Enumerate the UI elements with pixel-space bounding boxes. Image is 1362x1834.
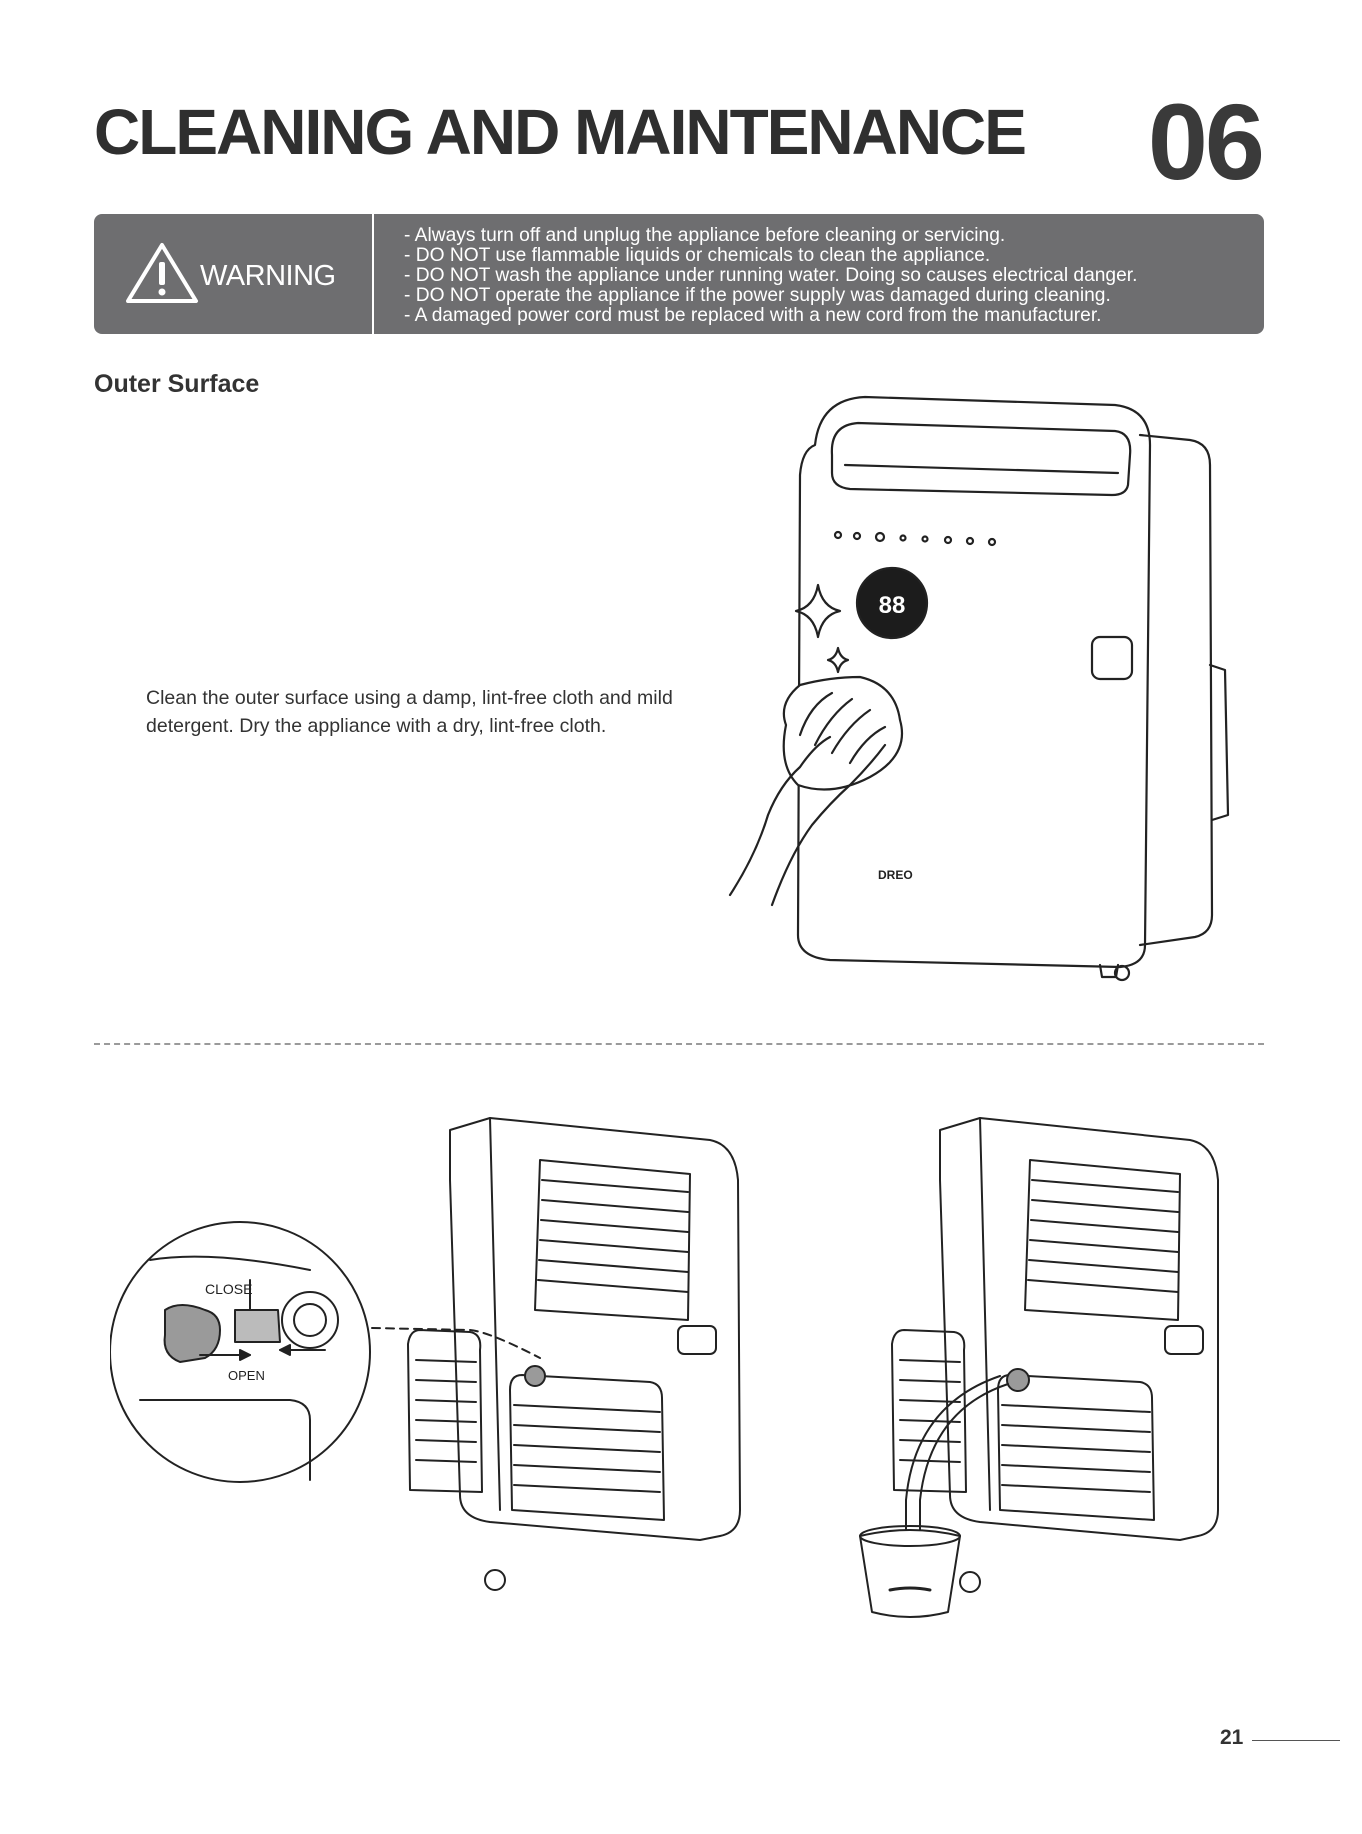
warning-item: - A damaged power cord must be replaced … (404, 305, 1102, 326)
warning-item: - DO NOT wash the appliance under runnin… (404, 265, 1138, 286)
section-title-outer-surface: Outer Surface (94, 370, 260, 398)
page-title: CLEANING AND MAINTENANCE (94, 96, 1027, 168)
drain-plug-illustration: CLOSE OPEN (110, 1117, 741, 1591)
warning-triangle-icon (126, 243, 198, 303)
warning-header: WARNING (94, 214, 374, 334)
outer-surface-instructions: Clean the outer surface using a damp, li… (146, 687, 673, 737)
front-cleaning-illustration: 88 DREO (728, 395, 1230, 982)
brand-logo: DREO (878, 868, 913, 882)
warning-label: WARNING (200, 260, 336, 292)
page-number: 21 (1220, 1726, 1244, 1749)
display-readout: 88 (879, 592, 906, 619)
page-number-rule (1252, 1740, 1340, 1741)
warning-item: - DO NOT operate the appliance if the po… (404, 285, 1111, 306)
section-divider (94, 1043, 1264, 1045)
warning-list: - Always turn off and unplug the applian… (404, 226, 1137, 326)
chapter-number: 06 (1147, 81, 1265, 202)
warning-item: - DO NOT use flammable liquids or chemic… (404, 245, 991, 266)
warning-box: WARNING - Always turn off and unplug the… (94, 214, 1264, 334)
open-label: OPEN (228, 1368, 265, 1383)
warning-item: - Always turn off and unplug the applian… (404, 225, 1006, 246)
close-label: CLOSE (205, 1281, 252, 1297)
drain-hose-illustration (859, 1117, 1219, 1618)
